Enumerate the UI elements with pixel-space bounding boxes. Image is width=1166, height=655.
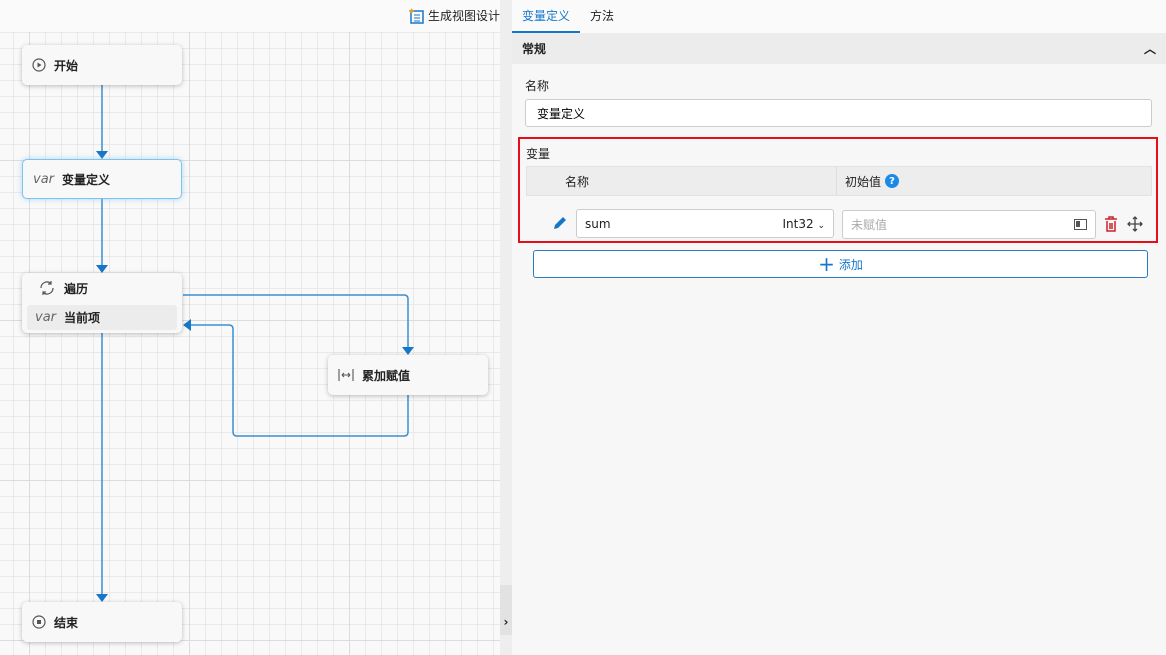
edit-pencil-icon[interactable] <box>552 215 568 231</box>
wire-loop-accumulate <box>183 294 409 347</box>
node-label: 遍历 <box>64 281 89 296</box>
add-label: 添加 <box>838 257 863 272</box>
chevron-right-icon: › <box>503 615 509 629</box>
node-accumulate-assign[interactable]: 累加赋值 <box>328 355 488 395</box>
name-label: 名称 <box>525 79 550 93</box>
column-name: 名称 <box>527 167 837 195</box>
generate-view-icon <box>408 7 424 24</box>
panel-tabs: 变量定义 方法 <box>512 0 1166 33</box>
loop-current-item[interactable]: var 当前项 <box>27 305 177 330</box>
variable-type: Int32 <box>782 216 814 231</box>
arrow-icon <box>183 319 191 331</box>
delete-icon[interactable] <box>1104 216 1118 232</box>
variable-name: sum <box>585 216 611 231</box>
variable-name-field[interactable]: sum Int32 ⌄ <box>576 209 834 238</box>
var-icon: var <box>35 310 57 325</box>
canvas-toolbar: 生成视图设计 <box>0 0 500 32</box>
var-icon: var <box>33 171 55 187</box>
help-icon[interactable]: ? <box>885 174 900 188</box>
initial-value-field[interactable]: 未赋值 <box>842 210 1096 239</box>
panel-splitter[interactable]: › <box>500 0 512 655</box>
arrow-icon <box>96 265 108 273</box>
variable-type-select[interactable]: Int32 ⌄ <box>783 217 826 231</box>
column-label: 初始值 <box>845 174 882 189</box>
loop-icon <box>40 281 54 295</box>
node-start[interactable]: 开始 <box>22 45 182 85</box>
node-variable-definition[interactable]: var 变量定义 <box>22 159 182 199</box>
section-title: 常规 <box>522 42 547 56</box>
name-input[interactable] <box>525 99 1152 127</box>
generate-view-button[interactable]: 生成视图设计 <box>408 7 500 24</box>
assign-icon <box>338 369 354 381</box>
connections <box>96 85 414 602</box>
chevron-up-icon: ︿ <box>1143 42 1156 56</box>
flow-canvas[interactable]: 生成视图设计 开始 var 变量定义 遍历 var <box>0 0 500 655</box>
variables-label: 变量 <box>526 147 551 161</box>
column-initial-value: 初始值? <box>837 167 900 195</box>
arrow-icon <box>96 594 108 602</box>
drag-move-icon[interactable] <box>1127 216 1143 232</box>
canvas-grid <box>0 32 500 655</box>
arrow-icon <box>96 151 108 159</box>
section-general-header[interactable]: 常规 ︿ <box>512 33 1166 64</box>
plus-icon: + <box>818 252 835 276</box>
play-circle-icon <box>32 58 46 72</box>
add-variable-button[interactable]: + 添加 <box>533 250 1148 278</box>
tab-methods[interactable]: 方法 <box>590 9 615 23</box>
initial-value-placeholder: 未赋值 <box>851 218 888 232</box>
node-label: 开始 <box>54 58 79 73</box>
node-label: 累加赋值 <box>362 368 411 383</box>
stop-circle-icon <box>32 615 46 629</box>
arrow-icon <box>402 347 414 355</box>
node-label: 结束 <box>54 615 79 630</box>
node-loop[interactable]: 遍历 var 当前项 <box>22 273 182 333</box>
loop-item-label: 当前项 <box>64 311 101 325</box>
properties-panel: 变量定义 方法 常规 ︿ 名称 变量 名称 初始值? sum Int32 ⌄ 未… <box>512 0 1166 655</box>
variables-table-header: 名称 初始值? <box>526 166 1152 196</box>
collapse-panel-button[interactable]: › <box>500 585 512 635</box>
node-end[interactable]: 结束 <box>22 602 182 642</box>
variables-section: 变量 名称 初始值? sum Int32 ⌄ 未赋值 <box>518 137 1158 243</box>
tab-variable-definition[interactable]: 变量定义 <box>512 0 581 33</box>
generate-view-label: 生成视图设计 <box>427 9 500 23</box>
chevron-down-icon: ⌄ <box>817 220 825 231</box>
expression-editor-icon[interactable] <box>1074 219 1087 230</box>
wire-accumulate-loop <box>191 324 409 437</box>
node-label: 变量定义 <box>62 172 111 187</box>
